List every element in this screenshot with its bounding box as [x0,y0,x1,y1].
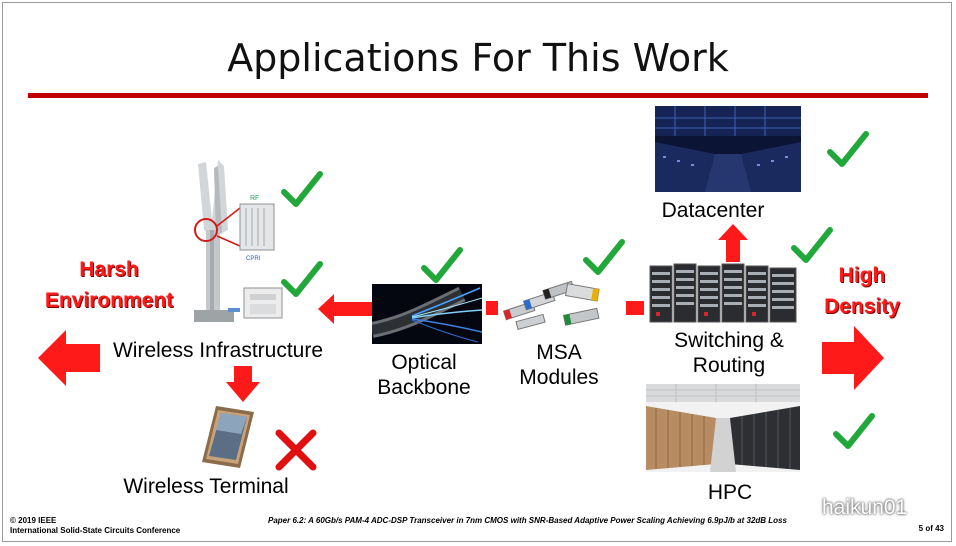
page-number: 5 of 43 [918,524,944,533]
switching-line2: Routing [692,354,766,377]
hpc-image [646,384,800,472]
down-arrow-icon [226,366,260,402]
harsh-line2: Environment [44,289,174,312]
high-density-label: High Density [814,260,910,322]
title-underline [28,93,928,98]
switching-routing-label: Switching & Routing [656,328,802,378]
wireless-terminal-label: Wireless Terminal [123,475,289,498]
connector-dash [486,301,498,315]
checkmark-cpri-icon [281,261,323,297]
watermark-text: haikun01 [822,496,908,519]
msa-modules-label: MSA Modules [500,340,618,390]
smartphone-image [202,406,254,468]
rf-tag: RF [250,195,259,202]
high-line2: Density [824,295,900,318]
msa-line1: MSA [536,341,582,364]
cross-icon [275,429,317,471]
datacenter-label: Datacenter [661,199,765,222]
wechat-icon [796,499,818,516]
harsh-environment-label: Harsh Environment [34,254,184,316]
wireless-tower-image: RF CPRI [188,160,288,330]
hpc-label: HPC [707,481,753,504]
wireless-infrastructure-label: Wireless Infrastructure [112,339,324,362]
msa-modules-image [500,270,610,332]
footer-paper-title: Paper 6.2: A 60Gb/s PAM-4 ADC-DSP Transc… [268,516,787,525]
optical-line2: Backbone [377,376,471,399]
optical-fiber-image [372,284,482,344]
left-big-arrow-icon [38,330,100,386]
high-line1: High [838,264,886,287]
copyright-line2: International Solid-State Circuits Confe… [10,526,181,535]
harsh-line1: Harsh [79,258,139,281]
optical-line1: Optical [391,351,457,374]
switching-line1: Switching & [674,329,784,352]
slide-title: Applications For This Work [227,36,729,80]
up-arrow-icon [718,224,748,262]
checkmark-rf-icon [281,171,323,207]
watermark: haikun01 [796,496,907,520]
footer-copyright: © 2019 IEEE International Solid-State Ci… [10,516,180,536]
checkmark-optical-icon [421,247,463,283]
right-big-arrow-icon [822,326,884,390]
checkmark-msa-icon [583,239,625,275]
connector-dash [626,301,644,315]
left-arrow-to-infrastructure-icon [318,294,372,324]
datacenter-image [655,106,801,192]
switching-routing-image [648,260,800,324]
copyright-line1: © 2019 IEEE [10,516,57,525]
checkmark-switching-icon [791,227,833,263]
msa-line2: Modules [519,366,599,389]
cpri-tag: CPRI [246,256,261,262]
checkmark-hpc-icon [833,413,875,449]
checkmark-datacenter-icon [827,131,869,167]
optical-backbone-label: Optical Backbone [362,350,486,400]
